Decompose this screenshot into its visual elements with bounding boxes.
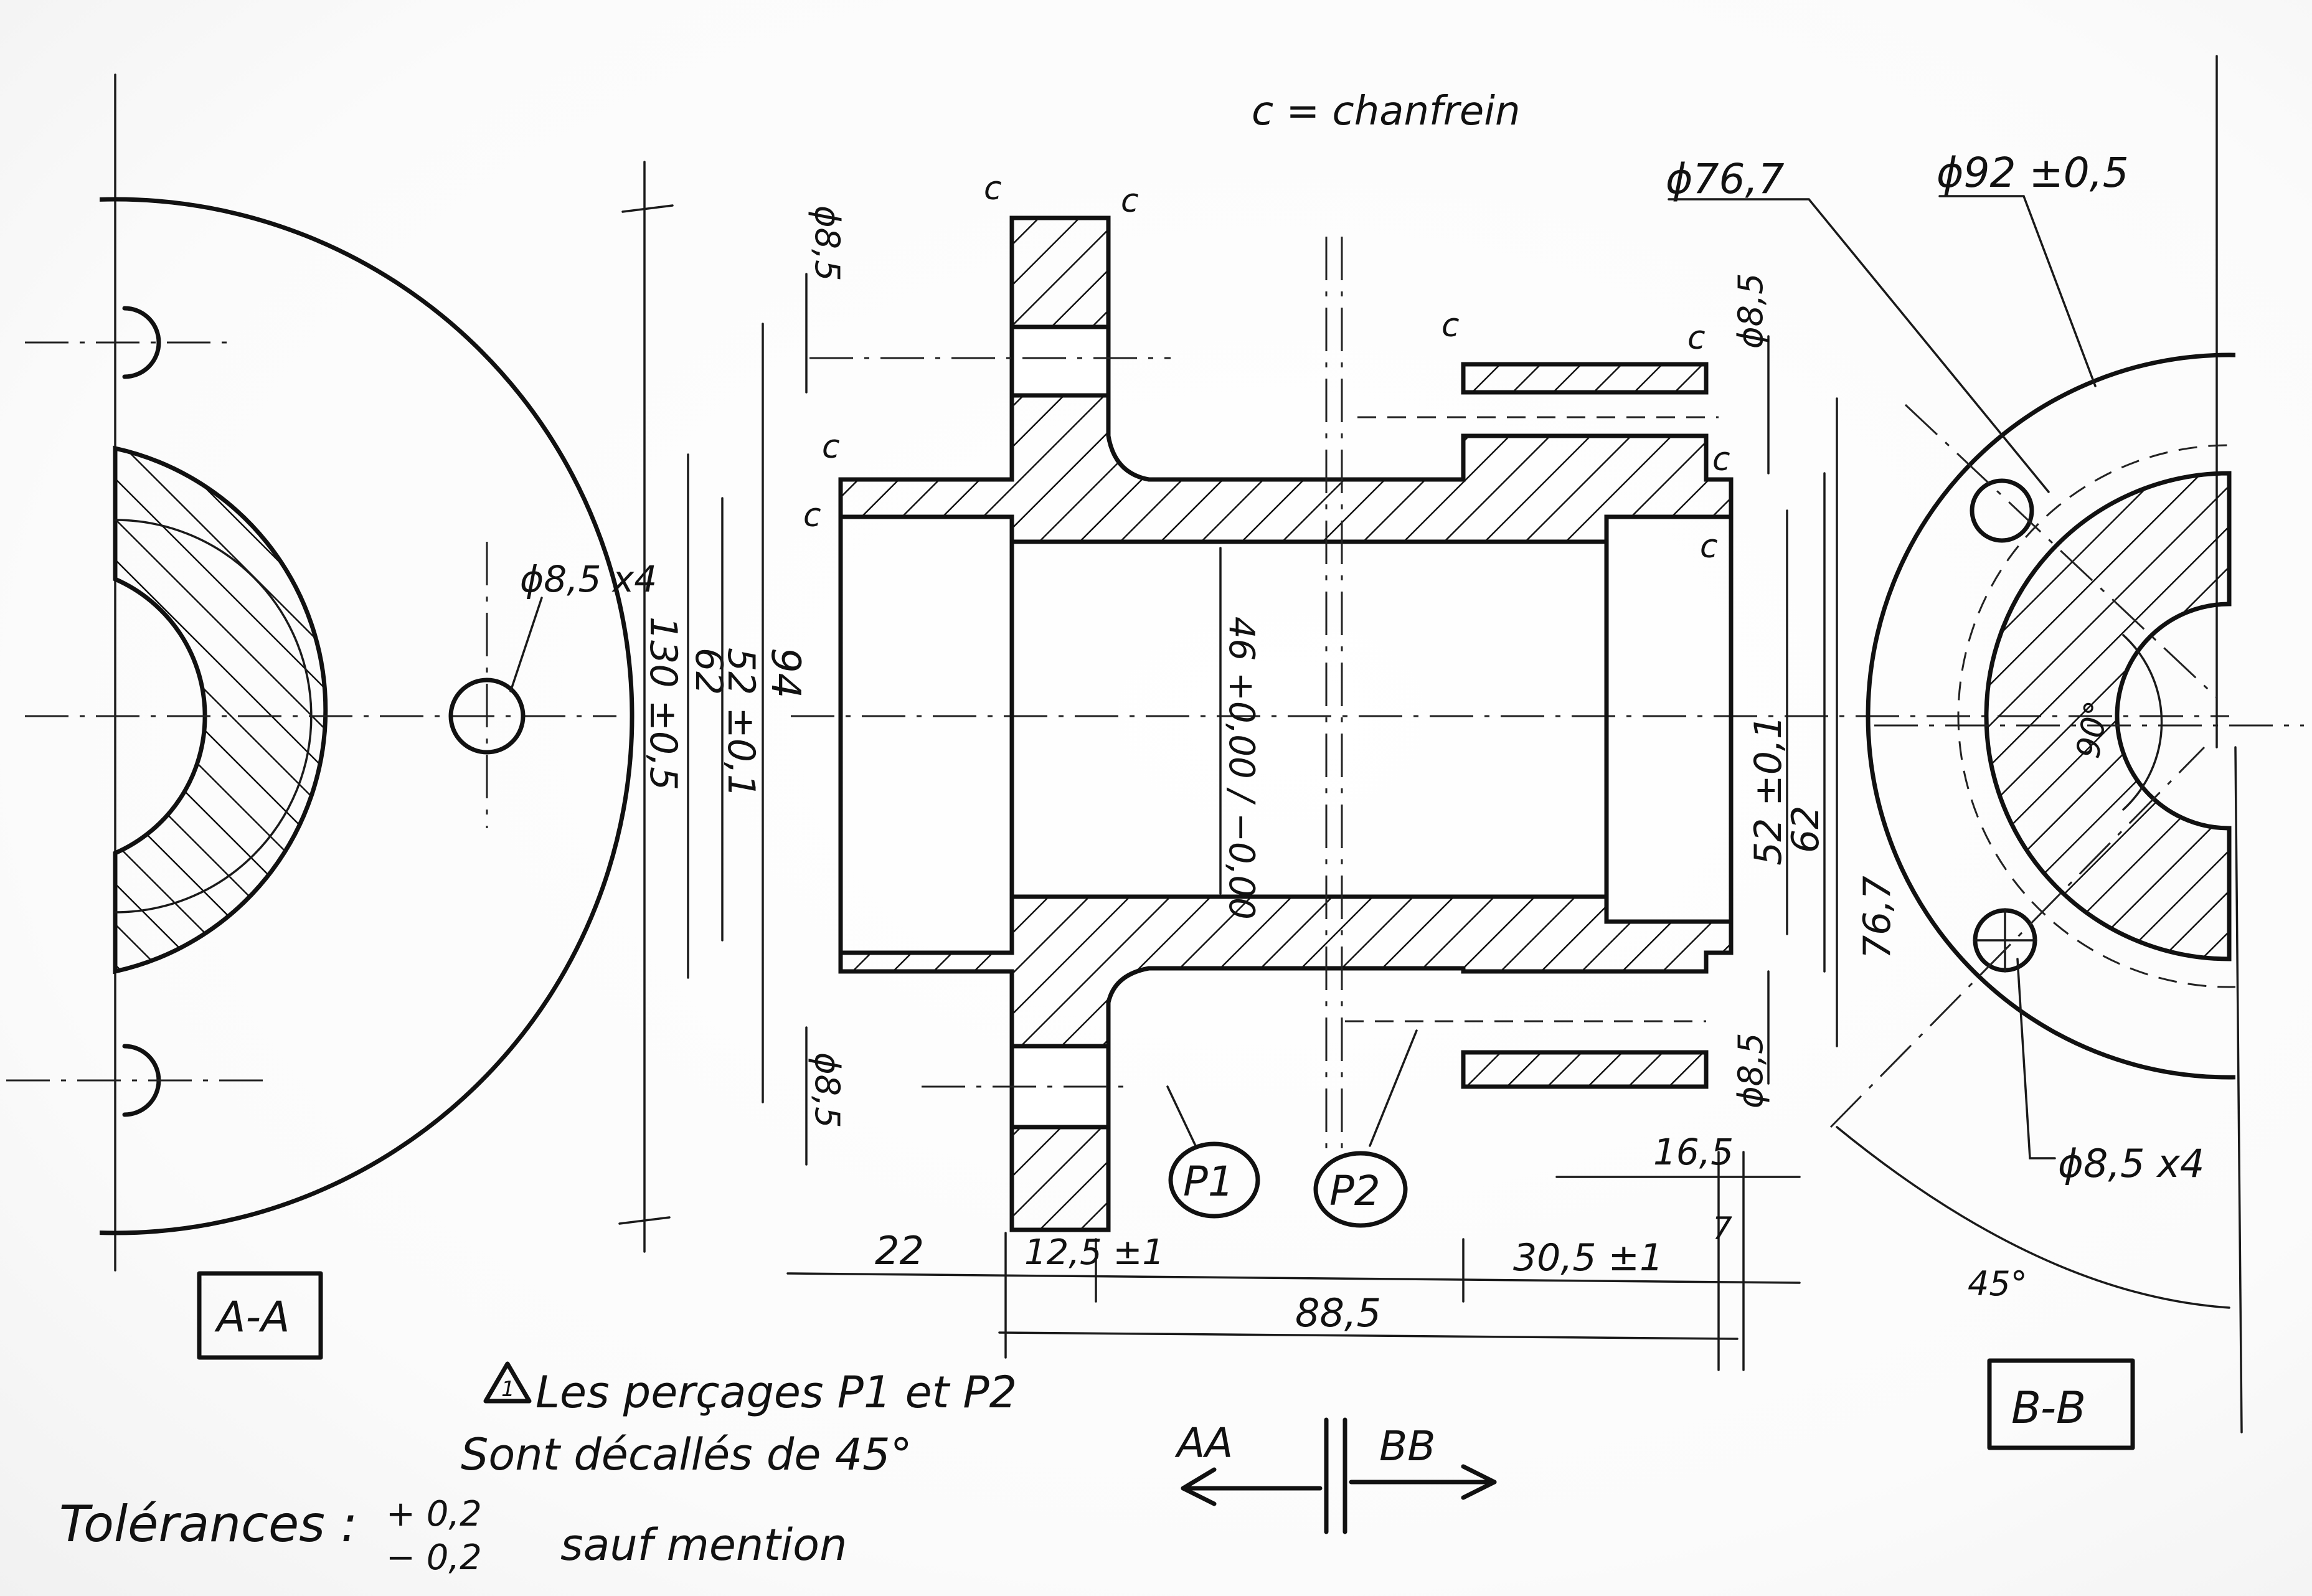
leader-p1: [1166, 1085, 1197, 1147]
holes-b-label: ϕ8,5 x4: [2058, 1141, 2204, 1186]
chamfer-mark-6: c: [1687, 319, 1706, 357]
dim-130: 130 ±0,5: [641, 616, 685, 790]
bolt-hole-a: [448, 678, 526, 755]
arrow-aa-label: AA: [1174, 1419, 1233, 1467]
length-dimensions: 22 12,5 ±1 30,5 ±1 88,5 16,5 7: [786, 1131, 1801, 1371]
arrow-bb-label: BB: [1379, 1422, 1436, 1470]
flange-outline-a: [100, 197, 635, 1235]
diag-axis-2: [1829, 746, 2206, 1128]
dim-8-5-top: ϕ8,5: [808, 205, 847, 281]
tolerances-note: Tolérances : + 0,2 − 0,2 sauf mention: [59, 1494, 847, 1578]
dim-76-7-right: 76,7: [1856, 876, 1899, 959]
left-diameter-dimensions: 130 ±0,5 62 52 ±0,1 94 ϕ8,5 ϕ8,5: [618, 161, 847, 1253]
lower-sleeve-ring: [1461, 1050, 1709, 1089]
leader-holes-a: [509, 597, 543, 692]
note-marker-number: 1: [501, 1377, 515, 1402]
tolerances-label: Tolérances :: [59, 1495, 357, 1553]
leader-dia-92: [1938, 195, 2097, 387]
upper-wall-section: [838, 215, 1734, 544]
chamfer-legend: c = chanfrein: [1252, 88, 1521, 135]
p1-bubble: [1168, 1141, 1260, 1219]
p1-label: P1: [1183, 1158, 1234, 1206]
chamfer-mark-7: c: [1712, 441, 1730, 478]
hub-section-b: [1984, 471, 2232, 961]
dim-22: 22: [875, 1228, 924, 1273]
dim-30-5: 30,5 ±1: [1513, 1236, 1663, 1280]
bolt-hole-b-1: [1970, 478, 2034, 543]
chamfer-mark-3: c: [822, 428, 840, 466]
leader-dia-76-7: [1668, 198, 2050, 493]
tolerances-suffix: sauf mention: [560, 1519, 847, 1570]
arrow-bb-head: [1461, 1464, 1497, 1500]
section-b-b-view: 90° 45° ϕ76,7 ϕ92 ±0,5 ϕ8,5 x4 B-B: [1666, 55, 2304, 1450]
note-line-2: Sont décallés de 45°: [461, 1429, 912, 1480]
leader-holes-b: [2016, 958, 2056, 1159]
tolerances-plus: + 0,2: [386, 1494, 482, 1534]
bolt-circle-b: [1957, 444, 2235, 988]
section-a-a-view: ϕ8,5 x4 A-A: [6, 73, 657, 1360]
diag-axis-1: [1904, 404, 2218, 699]
dim-8-5-rbot: ϕ8,5: [1731, 1033, 1770, 1109]
angle-45-arc: [1836, 1126, 2230, 1309]
dim-8-5-bot: ϕ8,5: [808, 1052, 847, 1128]
dia-92-label: ϕ92 ±0,5: [1937, 149, 2129, 197]
note-line-1: Les perçages P1 et P2: [536, 1367, 1017, 1418]
dim-52-left: 52 ±0,1: [719, 648, 763, 798]
p2-bubble: [1313, 1151, 1408, 1228]
dim-94: 94: [762, 648, 808, 698]
main-section-view: 46 +0,00 / −0,00 c c c c c c c c P1 P2: [791, 170, 2229, 1232]
dim-16-5: 16,5: [1653, 1131, 1734, 1173]
dim-46: 46 +0,00 / −0,00: [1221, 616, 1262, 920]
dim-chain-line: [786, 1272, 1801, 1284]
dim-8-5-rtop: ϕ8,5: [1731, 273, 1770, 349]
flange-hole-upper: [1009, 324, 1111, 398]
view-b-border-bot: [2234, 746, 2243, 1433]
upper-sleeve-ring: [1461, 362, 1709, 395]
tolerances-minus: − 0,2: [386, 1537, 482, 1578]
dia-76-7-label: ϕ76,7: [1666, 155, 1785, 203]
tick-130-top: [621, 204, 674, 213]
dim-62-right: 62: [1784, 806, 1828, 853]
dim-52-right: 52 ±0,1: [1747, 715, 1790, 866]
chamfer-mark-4: c: [803, 497, 821, 534]
drilling-note: 1 Les perçages P1 et P2 Sont décallés de…: [461, 1361, 1017, 1480]
dim-12-5: 12,5 ±1: [1024, 1232, 1164, 1273]
arrow-aa-head: [1181, 1467, 1217, 1506]
chamfer-mark-1: c: [984, 170, 1002, 207]
section-cut-indicator: AA BB: [1174, 1417, 1497, 1534]
section-label-a: A-A: [214, 1293, 290, 1342]
dim-88-5-line: [998, 1331, 1739, 1340]
hub-section-a: [113, 445, 328, 975]
chamfer-mark-2: c: [1121, 182, 1139, 220]
section-label-box-b: [1987, 1358, 2135, 1450]
p2-label: P2: [1329, 1167, 1380, 1215]
angle-90-arc: [2122, 634, 2163, 811]
bolt-hole-a-top: [122, 306, 161, 379]
right-diameter-dimensions: ϕ8,5 ϕ8,5 52 ±0,1 62 76,7: [1731, 273, 1899, 1109]
tick-130-bot: [618, 1216, 671, 1225]
chamfer-mark-8: c: [1700, 528, 1718, 565]
dim-88-5: 88,5: [1295, 1290, 1381, 1336]
flange-outline-b: [1866, 352, 2235, 1080]
note-marker-triangle: [483, 1361, 532, 1404]
angle-45: 45°: [1968, 1264, 2027, 1303]
holes-a-label: ϕ8,5 x4: [520, 558, 657, 600]
chamfer-mark-5: c: [1441, 307, 1460, 344]
leader-p2: [1369, 1029, 1418, 1147]
section-label-b: B-B: [2011, 1382, 2086, 1433]
dim-7: 7: [1712, 1211, 1732, 1247]
section-label-box-a: [197, 1271, 323, 1360]
